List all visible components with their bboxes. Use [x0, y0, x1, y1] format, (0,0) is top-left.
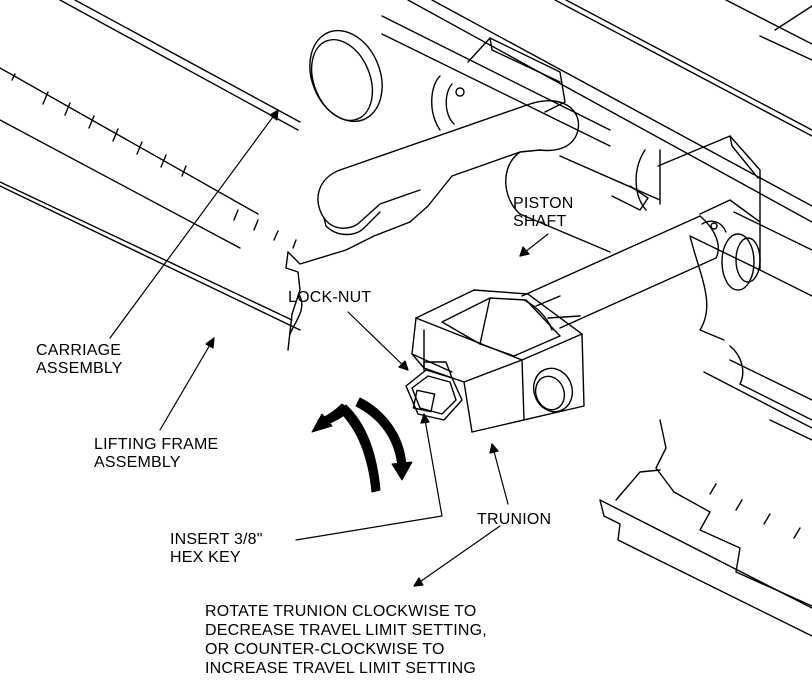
rotation-instruction-note: ROTATE TRUNION CLOCKWISE TO DECREASE TRA… — [205, 602, 487, 678]
lock-nut-label-line1: LOCK-NUT — [288, 289, 372, 306]
piston-shaft-label-line1: PISTON — [513, 195, 574, 212]
trunion-label-line1: TRUNION — [477, 511, 552, 528]
lifting-frame-assembly-label: LIFTING FRAME ASSEMBLY — [94, 436, 218, 472]
lower-right-base — [599, 419, 812, 637]
piston-shaft — [521, 215, 725, 341]
note-line-2: DECREASE TRAVEL LIMIT SETTING, — [205, 622, 487, 639]
note-line-1: ROTATE TRUNION CLOCKWISE TO — [205, 603, 477, 620]
hydraulic-cylinder — [505, 149, 661, 253]
carriage-assembly-label: CARRIAGE ASSEMBLY — [36, 342, 123, 378]
carriage-assembly-label-line1: CARRIAGE — [36, 342, 122, 359]
trunion-block — [411, 289, 585, 433]
insert-hex-key-label-line2: HEX KEY — [170, 549, 241, 566]
piston-shaft-label: PISTON SHAFT — [513, 195, 573, 231]
note-line-3: OR COUNTER-CLOCKWISE TO — [205, 641, 445, 658]
lifting-frame-outline — [285, 251, 303, 351]
lifting-frame-label-line1: LIFTING FRAME — [94, 436, 219, 453]
rotation-arrows — [311, 397, 413, 493]
insert-hex-key-label: INSERT 3/8" HEX KEY — [170, 531, 263, 567]
lock-nut — [405, 361, 463, 421]
carriage-assembly-label-line2: ASSEMBLY — [36, 360, 123, 377]
lifting-frame-label-line2: ASSEMBLY — [94, 454, 181, 471]
frame-oval-hole — [309, 29, 383, 123]
right-mount-plate — [657, 135, 812, 429]
link-arm — [287, 100, 580, 265]
leader-lines — [109, 109, 549, 587]
note-line-4: INCREASE TRAVEL LIMIT SETTING — [205, 660, 477, 677]
piston-shaft-label-line2: SHAFT — [513, 213, 567, 230]
top-frame-lines — [381, 0, 812, 223]
carriage-assembly-outline — [0, 0, 301, 331]
upper-bracket — [431, 37, 566, 131]
lock-nut-label: LOCK-NUT — [288, 289, 371, 307]
insert-hex-key-label-line1: INSERT 3/8" — [170, 531, 263, 548]
trunion-label: TRUNION — [477, 511, 551, 529]
